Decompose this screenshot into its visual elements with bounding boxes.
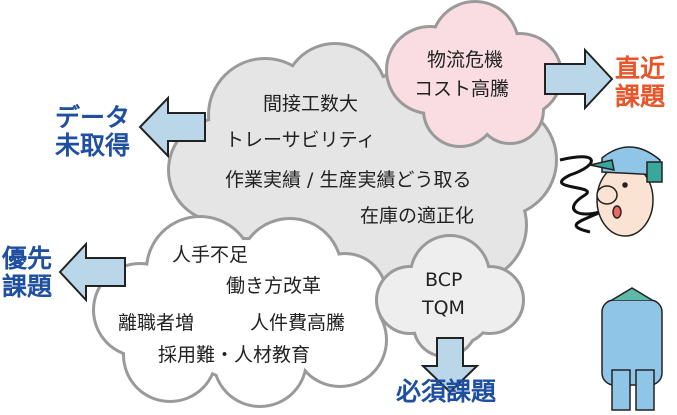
label-urgent: 直近 課題 bbox=[615, 55, 665, 110]
label-required: 必須課題 bbox=[396, 377, 497, 406]
arrow-right-urgent bbox=[544, 47, 614, 111]
small-cloud-item: TQM bbox=[422, 297, 465, 319]
label-line: 未取得 bbox=[55, 130, 131, 160]
pink-cloud-item: 物流危機 bbox=[427, 49, 504, 71]
gray-cloud-item: 間接工数大 bbox=[263, 93, 359, 115]
gray-cloud-item: 作業実績 / 生産実績どう取る bbox=[225, 169, 472, 191]
label-line: データ bbox=[55, 103, 131, 132]
label-line: 優先 bbox=[2, 244, 53, 273]
label-line: 課題 bbox=[2, 271, 53, 301]
arrow-down-required bbox=[420, 337, 480, 394]
label-line: 直近 bbox=[615, 54, 666, 83]
small-cloud-item: BCP bbox=[425, 269, 463, 291]
label-data-missing: データ 未取得 bbox=[55, 104, 130, 159]
worker-illustration-icon bbox=[589, 146, 663, 411]
pink-cloud-item: コスト高騰 bbox=[414, 78, 510, 100]
arrow-left-priority bbox=[58, 241, 126, 303]
white-cloud-item: 人手不足 bbox=[172, 244, 249, 266]
label-priority: 優先 課題 bbox=[2, 245, 52, 300]
label-line: 課題 bbox=[615, 81, 666, 111]
white-cloud-item: 採用難・人材教育 bbox=[158, 344, 311, 366]
white-cloud-item: 人件費高騰 bbox=[250, 312, 346, 334]
gray-cloud-item: トレーサビリティ bbox=[225, 129, 376, 151]
white-cloud-item: 働き方改革 bbox=[226, 275, 322, 297]
confusion-scribble-icon bbox=[559, 155, 606, 234]
white-cloud-item: 離職者増 bbox=[118, 312, 195, 334]
arrow-left-data bbox=[138, 95, 206, 159]
gray-cloud-item: 在庫の適正化 bbox=[360, 205, 475, 227]
